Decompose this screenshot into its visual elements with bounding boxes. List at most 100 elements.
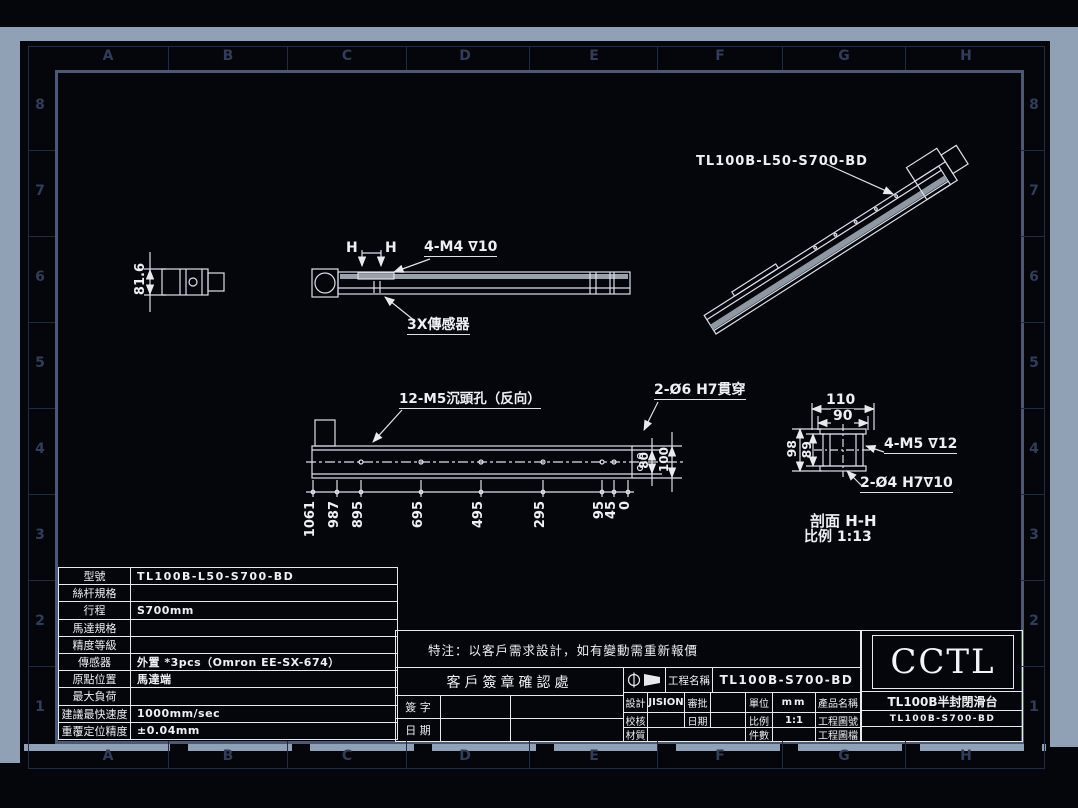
- dim-chain-value: 895: [351, 501, 366, 529]
- approve-label: 審批: [685, 693, 711, 713]
- material-label: 材質: [624, 728, 648, 741]
- zone-row-label: 3: [35, 527, 45, 543]
- unit-value: mm: [773, 693, 816, 713]
- dim-chain-value: 1061: [303, 501, 318, 538]
- spec-row-value: 馬達端: [131, 671, 397, 689]
- zone-col-label: H: [960, 48, 972, 64]
- zone-tick: [1021, 236, 1044, 237]
- spec-row-value: S700mm: [131, 602, 397, 620]
- section-dim-110: 110: [824, 392, 858, 409]
- zone-tick: [28, 236, 55, 237]
- zone-row-label: 6: [35, 269, 45, 285]
- zone-tick: [905, 741, 906, 768]
- scale-label: 比例: [746, 713, 773, 728]
- zone-row-label: 4: [1029, 441, 1039, 457]
- dim-chain-value: 695: [411, 501, 426, 529]
- zone-row-label: 2: [1029, 613, 1039, 629]
- check-label: 校核: [624, 713, 648, 728]
- section-mark-right: H: [385, 240, 397, 256]
- spec-row-label: 最大負荷: [59, 688, 131, 706]
- viewer-background-left: [0, 41, 20, 763]
- zone-row-label: 7: [1029, 183, 1039, 199]
- logo-column: CCTL TL100B半封閉滑台 TL100B-S700-BD: [861, 631, 1023, 741]
- dim-chain-value: 45: [604, 501, 619, 520]
- section-dim-89: 89: [799, 441, 814, 459]
- dowel-callout-section: 2-Ø4 H7∇10: [860, 475, 953, 494]
- zone-col-label: B: [222, 748, 234, 764]
- zone-tick: [1021, 408, 1044, 409]
- spec-row-value: [131, 585, 397, 603]
- zone-col-label: A: [102, 48, 114, 64]
- zone-tick: [657, 741, 658, 768]
- spec-row-value: 外置 *3pcs（Omron EE-SX-674）: [131, 654, 397, 672]
- spec-row-label: 原點位置: [59, 671, 131, 689]
- zone-col-label: C: [341, 48, 353, 64]
- section-dim-90: 90: [831, 408, 855, 425]
- projection-symbol-cell: [624, 668, 666, 693]
- signature-empty-cell: [441, 719, 511, 741]
- thread-callout-section: 4-M5 ∇12: [884, 436, 958, 455]
- design-value: JISION: [648, 693, 685, 713]
- drawing-number-value: TL100B-S700-BD: [862, 711, 1023, 727]
- zone-row-label: 5: [35, 355, 45, 371]
- drawing-file-label: 工程圖檔: [816, 728, 861, 741]
- section-caption: 剖面 H-H: [810, 512, 877, 530]
- spec-row-value: [131, 637, 397, 654]
- zone-col-label: D: [459, 748, 471, 764]
- zone-row-label: 6: [1029, 269, 1039, 285]
- signature-sign-label: 簽 字: [396, 696, 441, 719]
- zone-col-label: B: [222, 48, 234, 64]
- zone-row-label: 3: [1029, 527, 1039, 543]
- spec-row-label: 重覆定位精度: [59, 722, 131, 739]
- scale-value: 1:1: [773, 713, 816, 728]
- dim-chain-value: 0: [618, 501, 633, 511]
- zone-tick: [287, 46, 288, 70]
- company-logo: CCTL: [872, 635, 1014, 689]
- thread-callout-side: 4-M4 ∇10: [424, 239, 498, 258]
- through-hole-callout: 2-Ø6 H7貫穿: [654, 382, 746, 401]
- sensor-callout: 3X傳感器: [407, 317, 470, 336]
- zone-tick: [168, 741, 169, 768]
- spec-row-label: 傳感器: [59, 653, 131, 672]
- zone-row-label: 1: [1029, 699, 1039, 715]
- approve-value-cell: [711, 693, 746, 713]
- signature-title: 客戶簽章確認處: [396, 668, 624, 696]
- viewer-background-bottom-dashes: [24, 744, 1046, 751]
- zone-col-label: C: [341, 748, 353, 764]
- spec-row-value: 1000mm/sec: [131, 706, 397, 723]
- material-value-cell: [648, 728, 746, 741]
- zone-col-label: H: [960, 748, 972, 764]
- width-dim-80: 80: [637, 452, 651, 469]
- height-dim-81-6: 81.6: [133, 263, 148, 296]
- spec-row-value: TL100B-L50-S700-BD: [131, 568, 397, 586]
- date-label: 日期: [685, 713, 711, 728]
- spec-row-label: 馬達規格: [59, 619, 131, 637]
- title-block-area: 特注：以客戶需求設計，如有變動需重新報價 客戶簽章確認處 簽 字 日 期 工程名…: [395, 630, 1023, 742]
- spec-row-value: [131, 688, 397, 706]
- zone-tick: [168, 46, 169, 70]
- zone-col-label: D: [459, 48, 471, 64]
- dim-chain-value: 295: [533, 501, 548, 529]
- spec-row-label: 行程: [59, 602, 131, 620]
- spec-row-label: 精度等級: [59, 636, 131, 654]
- design-label: 設計: [624, 693, 648, 713]
- project-name-value: TL100B-S700-BD: [713, 668, 861, 693]
- dim-chain-value: 495: [471, 501, 486, 529]
- counterbore-callout: 12-M5沉頭孔（反向）: [399, 391, 541, 409]
- section-mark-left: H: [346, 240, 358, 256]
- zone-tick: [1021, 322, 1044, 323]
- signature-empty-cell: [511, 719, 624, 741]
- iso-view-label: TL100B-L50-S700-BD: [696, 154, 868, 169]
- sheet-outer-frame: [28, 46, 1045, 769]
- spec-row-value: ±0.04mm: [137, 724, 200, 738]
- zone-tick: [28, 580, 55, 581]
- zone-tick: [28, 150, 55, 151]
- check-value-cell: [648, 713, 685, 728]
- zone-row-label: 8: [35, 97, 45, 113]
- zone-tick: [28, 666, 55, 667]
- dim-chain-value: 987: [327, 501, 342, 529]
- zone-tick: [28, 322, 55, 323]
